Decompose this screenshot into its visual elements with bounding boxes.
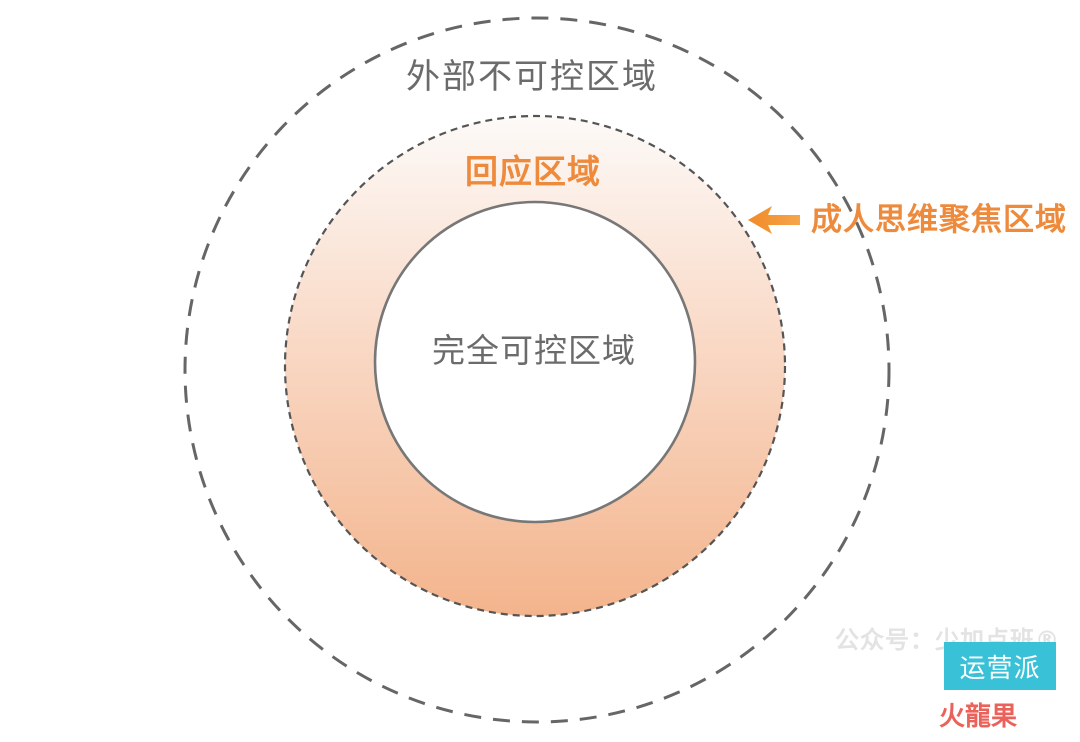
response-region-label: 回应区域 (465, 152, 601, 191)
arrow-left-icon (748, 206, 800, 234)
focus-region-label: 成人思维聚焦区域 (811, 202, 1067, 238)
outer-uncontrollable-circle (183, 16, 891, 724)
brand-watermark-subtext-label: 火龍果 (938, 701, 1017, 732)
inner-region-label: 完全可控区域 (432, 331, 636, 370)
brand-watermark-subtext: 火龍果 (900, 694, 1056, 734)
outer-region-label: 外部不可控区域 (406, 57, 658, 97)
brand-watermark-text: 运营派 (959, 653, 1041, 684)
brand-watermark-box: 运营派 (944, 642, 1056, 690)
inner-controllable-circle (373, 200, 697, 524)
